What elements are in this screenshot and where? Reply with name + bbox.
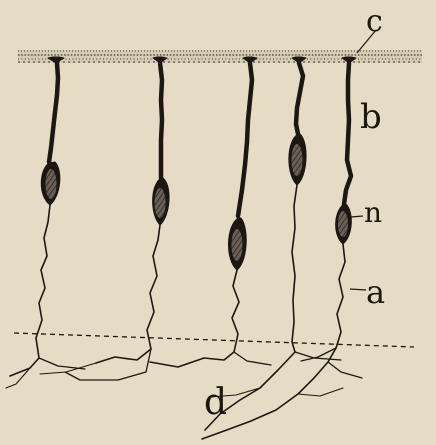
label-c: c (366, 4, 383, 39)
label-b: b (360, 97, 382, 137)
label-d: d (204, 382, 227, 423)
label-a: a (366, 273, 385, 311)
label-n: n (364, 196, 382, 229)
limiting-membrane (18, 50, 422, 63)
